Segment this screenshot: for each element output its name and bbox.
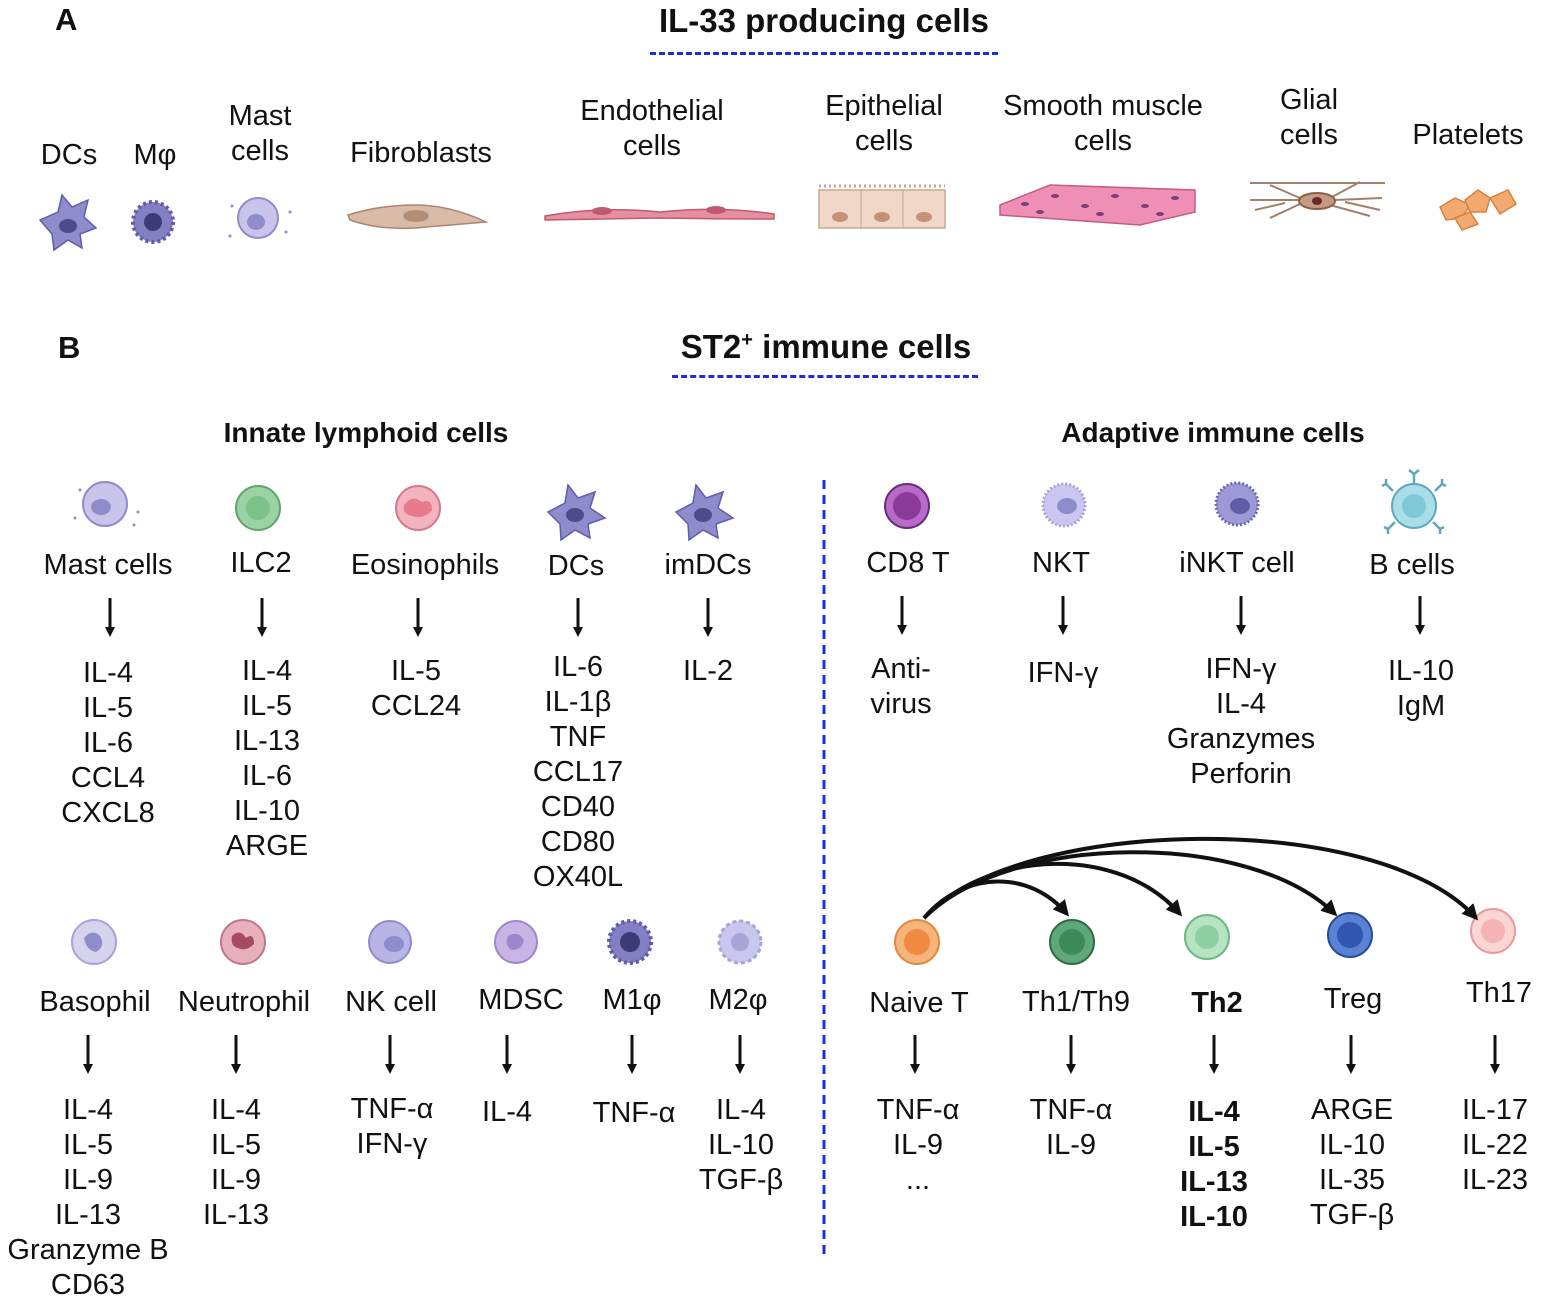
cell-name-dcs: DCs (547, 550, 605, 582)
cell-label-dcs: DCs (40, 139, 98, 171)
cell-name-nkt: NKT (1032, 547, 1090, 579)
panel-a-title: IL-33 producing cells (658, 2, 990, 39)
products-cd8-t: Anti-virus (870, 653, 932, 720)
products-mdsc: IL-4 (482, 1096, 532, 1128)
dc-icon (38, 193, 98, 252)
cell-name-imdcs: imDCs (664, 549, 752, 581)
glial-icon (1250, 181, 1385, 219)
cell-name-m1: M1φ (602, 984, 662, 1016)
cell-name-b-cells: B cells (1369, 549, 1455, 581)
epithelial-icon (818, 184, 946, 229)
cell-name-ilc2: ILC2 (230, 547, 292, 579)
cell-name-m2: M2φ (708, 984, 768, 1016)
innate-header: Innate lymphoid cells (223, 417, 509, 448)
endothelial-icon (544, 206, 775, 221)
products-m1: TNF-α (592, 1097, 676, 1129)
smooth-muscle-icon (999, 184, 1196, 226)
products-nkt: IFN-γ (1027, 657, 1099, 689)
fibroblast-icon (347, 204, 489, 230)
treg-cell-icon (1327, 912, 1373, 958)
imdc-icon (674, 483, 735, 542)
mdsc-icon (494, 920, 538, 964)
cell-name-th2: Th2 (1191, 987, 1243, 1019)
mast-cell-icon (73, 481, 140, 527)
cell-name-nk-cell: NK cell (345, 986, 437, 1018)
cell-name-inkt: iNKT cell (1179, 547, 1295, 579)
th17-cell-icon (1470, 908, 1516, 954)
basophil-icon (71, 919, 117, 965)
inkt-cell-icon (1214, 481, 1260, 527)
ilc2-icon (235, 485, 281, 531)
b-cell-icon (1381, 469, 1447, 534)
cell-name-treg: Treg (1323, 983, 1383, 1015)
cell-name-basophil: Basophil (39, 986, 151, 1018)
neutrophil-icon (220, 919, 266, 965)
cell-name-neutrophil: Neutrophil (177, 986, 311, 1018)
cell-label-macrophage: Mφ (133, 139, 177, 171)
m2-macrophage-icon (717, 919, 763, 965)
panel-b-title: ST2+ immune cells (680, 328, 972, 365)
cd8-t-cell-icon (884, 483, 930, 529)
panel-a-title-underline (650, 52, 998, 55)
mast-cell-icon-a (228, 197, 292, 239)
adaptive-header: Adaptive immune cells (1061, 417, 1365, 448)
down-arrows (83, 596, 1500, 1074)
differentiation-arrows (922, 836, 1479, 921)
cell-name-naive-t: Naive T (869, 987, 969, 1019)
panel-a-letter: A (55, 2, 78, 37)
th2-cell-icon (1184, 914, 1230, 960)
arrow-naive-to-th17 (922, 836, 1479, 921)
cell-name-cd8-t: CD8 T (866, 547, 950, 579)
dc-icon-b (546, 483, 607, 542)
cell-name-eosinophils: Eosinophils (350, 549, 500, 581)
macrophage-icon (131, 200, 175, 244)
m1-macrophage-icon (607, 919, 653, 965)
arrow-naive-to-treg (922, 850, 1338, 920)
naive-t-cell-icon (894, 919, 940, 965)
cell-name-th17: Th17 (1465, 977, 1533, 1009)
cell-label-fibroblasts: Fibroblasts (350, 137, 492, 169)
cell-name-mdsc: MDSC (478, 984, 564, 1016)
nkt-cell-icon (1041, 482, 1087, 528)
nk-cell-icon (368, 920, 412, 964)
th1-th9-cell-icon (1049, 919, 1095, 965)
products-imdcs: IL-2 (683, 655, 733, 687)
cell-name-mast-cells: Mast cells (43, 549, 173, 581)
panel-b-letter: B (58, 330, 81, 365)
cell-name-th1-th9: Th1/Th9 (1022, 986, 1130, 1018)
panel-b-title-underline (672, 375, 978, 378)
cell-label-platelets: Platelets (1412, 119, 1524, 151)
eosinophil-icon (395, 485, 441, 531)
platelets-icon (1439, 189, 1518, 231)
